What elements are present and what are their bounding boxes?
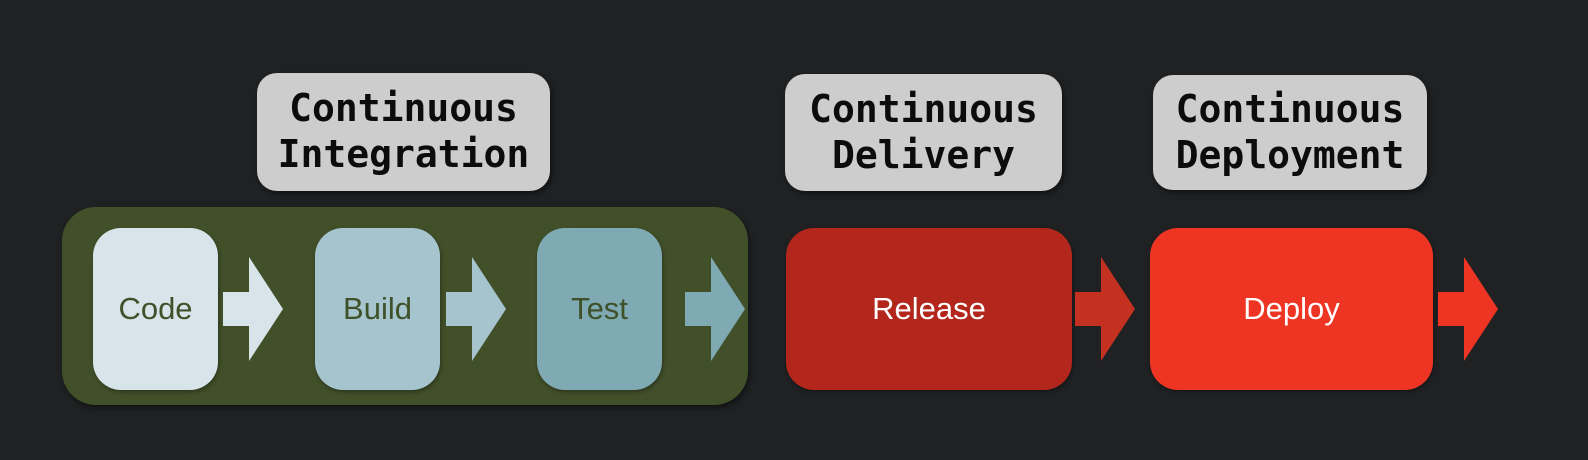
stage-label-build: Build: [343, 291, 412, 326]
continuous-deployment-label: Continuous Deployment: [1153, 75, 1427, 190]
stage-box-release: Release: [786, 228, 1072, 390]
stage-box-code: Code: [93, 228, 218, 390]
stage-box-deploy: Deploy: [1150, 228, 1433, 390]
right-arrow-icon-after-deploy: [1438, 257, 1498, 361]
stage-label-test: Test: [571, 291, 628, 326]
right-arrow-icon-after-test: [685, 257, 745, 361]
right-arrow-icon-after-code: [223, 257, 283, 361]
stage-label-deploy: Deploy: [1243, 291, 1340, 326]
right-arrow-icon-after-release: [1075, 257, 1135, 361]
stage-label-code: Code: [118, 291, 193, 326]
stage-label-release: Release: [872, 291, 986, 326]
continuous-integration-label: Continuous Integration: [257, 73, 550, 191]
stage-box-build: Build: [315, 228, 440, 390]
stage-box-test: Test: [537, 228, 662, 390]
right-arrow-icon-after-build: [446, 257, 506, 361]
continuous-delivery-label: Continuous Delivery: [785, 74, 1062, 191]
